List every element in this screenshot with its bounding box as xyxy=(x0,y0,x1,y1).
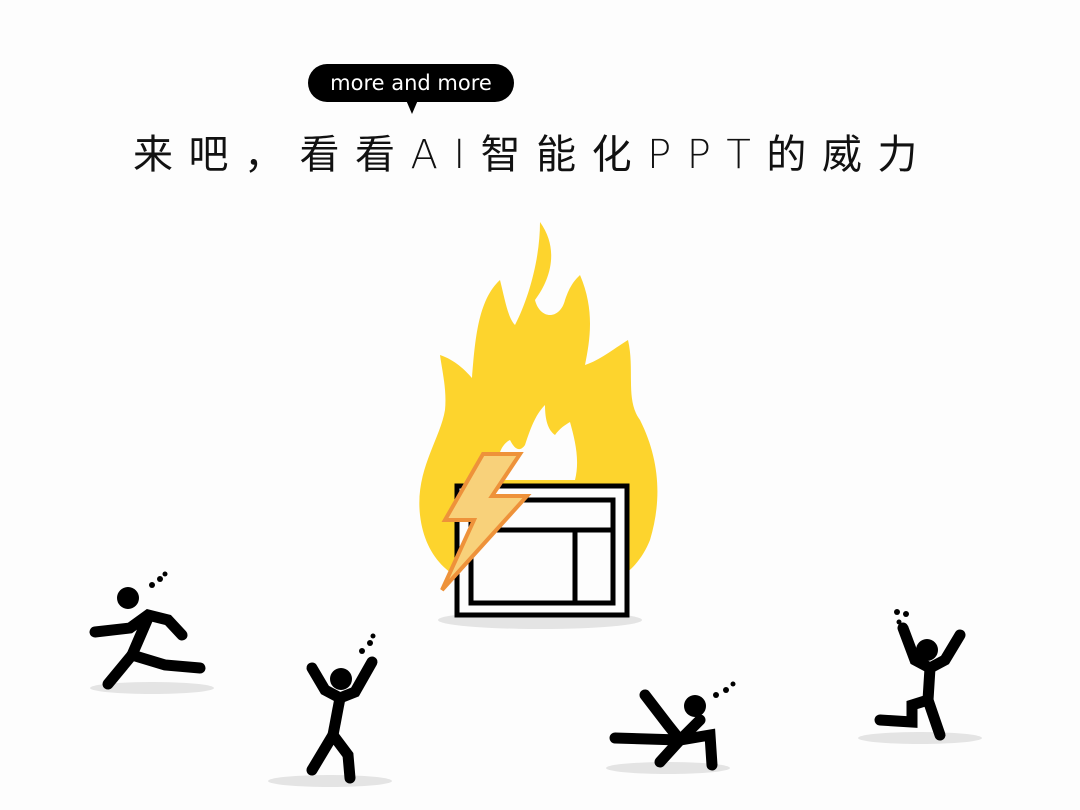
lightning-bolt-icon xyxy=(440,452,532,592)
panicking-person-icon xyxy=(306,633,378,784)
page-title: 来吧，看看AI智能化PPT的威力 xyxy=(133,132,933,178)
jumping-person-icon xyxy=(874,609,966,741)
running-person-icon xyxy=(89,571,206,690)
speech-bubble: more and more xyxy=(308,64,514,114)
falling-person-icon xyxy=(609,681,736,771)
presentation-icon xyxy=(454,483,630,618)
inner-flame xyxy=(498,405,578,480)
ground-shadows xyxy=(90,611,982,787)
